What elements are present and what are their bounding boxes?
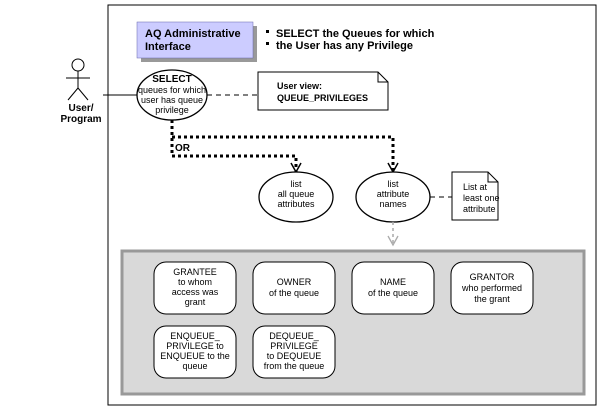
- flow-to-list-attr: [172, 135, 395, 172]
- title-line-2: Interface: [145, 41, 191, 53]
- attr-grantee-box: [153, 261, 237, 315]
- actor-label-line-2: Program: [60, 114, 101, 125]
- actor-leg-right: [77, 87, 89, 101]
- bullet-2: [266, 42, 269, 45]
- attr-dequeue-line-4: from the queue: [264, 361, 325, 371]
- attr-dequeue-box: [252, 325, 336, 379]
- list-all-line-1: list: [291, 179, 302, 189]
- note-list-line-2: least one: [463, 193, 500, 203]
- list-all-line-2: all queue: [278, 189, 315, 199]
- summary: SELECT the Queues for which the User has…: [266, 28, 435, 52]
- attr-enqueue-box: [153, 325, 237, 379]
- main-usecase-line-3: user has queue: [141, 95, 203, 105]
- list-attr-line-1: list: [388, 179, 399, 189]
- attr-owner-line-1: OWNER: [277, 277, 312, 287]
- attr-owner-line-2: of the queue: [269, 288, 319, 298]
- note-list-shape: [451, 171, 499, 221]
- system-boundary: [107, 4, 597, 406]
- attr-grantee-line-3: access was: [172, 287, 219, 297]
- note-user-view-shape: [257, 71, 389, 111]
- attr-name-box: [351, 261, 435, 315]
- list-all-line-3: attributes: [277, 199, 315, 209]
- or-label: OR: [175, 143, 191, 154]
- list-all-ellipse: [258, 171, 334, 223]
- attr-name-line-1: NAME: [380, 277, 406, 287]
- attr-grantor-line-2: who performed: [461, 283, 522, 293]
- actor-user-program: [66, 58, 90, 101]
- note-user-view-line-2: QUEUE_PRIVILEGES: [277, 93, 368, 103]
- title-box: AQ Administrative Interface: [136, 21, 257, 62]
- gray-arrow-head: [387, 235, 399, 247]
- note-user-view-fold: [377, 72, 388, 83]
- actor-head: [71, 58, 85, 72]
- attr-owner-box: [252, 261, 336, 315]
- attr-enqueue-line-3: ENQUEUE to the: [160, 351, 230, 361]
- summary-line-2: the User has any Privilege: [276, 40, 413, 52]
- attr-dequeue-line-3: to DEQUEUE: [267, 351, 322, 361]
- main-usecase-line-2: queues for which: [138, 85, 206, 95]
- attr-grantee-line-2: to whom: [178, 277, 212, 287]
- attr-dequeue-line-2: PRIVILEGE: [270, 341, 318, 351]
- actor-label-line-1: User/: [68, 103, 93, 114]
- title-box-fill: [136, 21, 254, 59]
- note-user-view-line-1: User view:: [277, 81, 322, 91]
- flow-to-list-all: [172, 154, 298, 172]
- attr-dequeue-line-1: DEQUEUE_: [269, 331, 320, 341]
- attr-enqueue-line-4: queue: [182, 361, 207, 371]
- list-attr-line-2: attribute: [377, 189, 410, 199]
- title-line-1: AQ Administrative: [145, 28, 241, 40]
- note-list-line-3: attribute: [463, 204, 496, 214]
- attr-name-line-2: of the queue: [368, 288, 418, 298]
- attr-grantee-line-4: grant: [185, 297, 206, 307]
- attr-grantor-line-3: the grant: [474, 294, 510, 304]
- note-list-line-1: List at: [463, 182, 488, 192]
- attr-enqueue-line-1: ENQUEUE_: [170, 331, 221, 341]
- attr-grantor-box: [450, 261, 534, 315]
- note-user-view: User view: QUEUE_PRIVILEGES: [257, 71, 389, 111]
- main-usecase-line-4: privilege: [155, 105, 189, 115]
- summary-line-1: SELECT the Queues for which: [276, 28, 435, 40]
- attr-grantor-line-1: GRANTOR: [470, 272, 515, 282]
- note-list-fold: [487, 172, 498, 183]
- attr-enqueue-line-2: PRIVILEGE to: [166, 341, 224, 351]
- list-attr-line-3: names: [379, 199, 407, 209]
- note-list: List at least one attribute: [451, 171, 500, 221]
- main-usecase-line-1: SELECT: [152, 74, 191, 85]
- bullet-1: [266, 30, 269, 33]
- flow-connectors: [170, 120, 395, 172]
- actor-leg-left: [67, 87, 79, 101]
- attr-grantee-line-1: GRANTEE: [173, 267, 217, 277]
